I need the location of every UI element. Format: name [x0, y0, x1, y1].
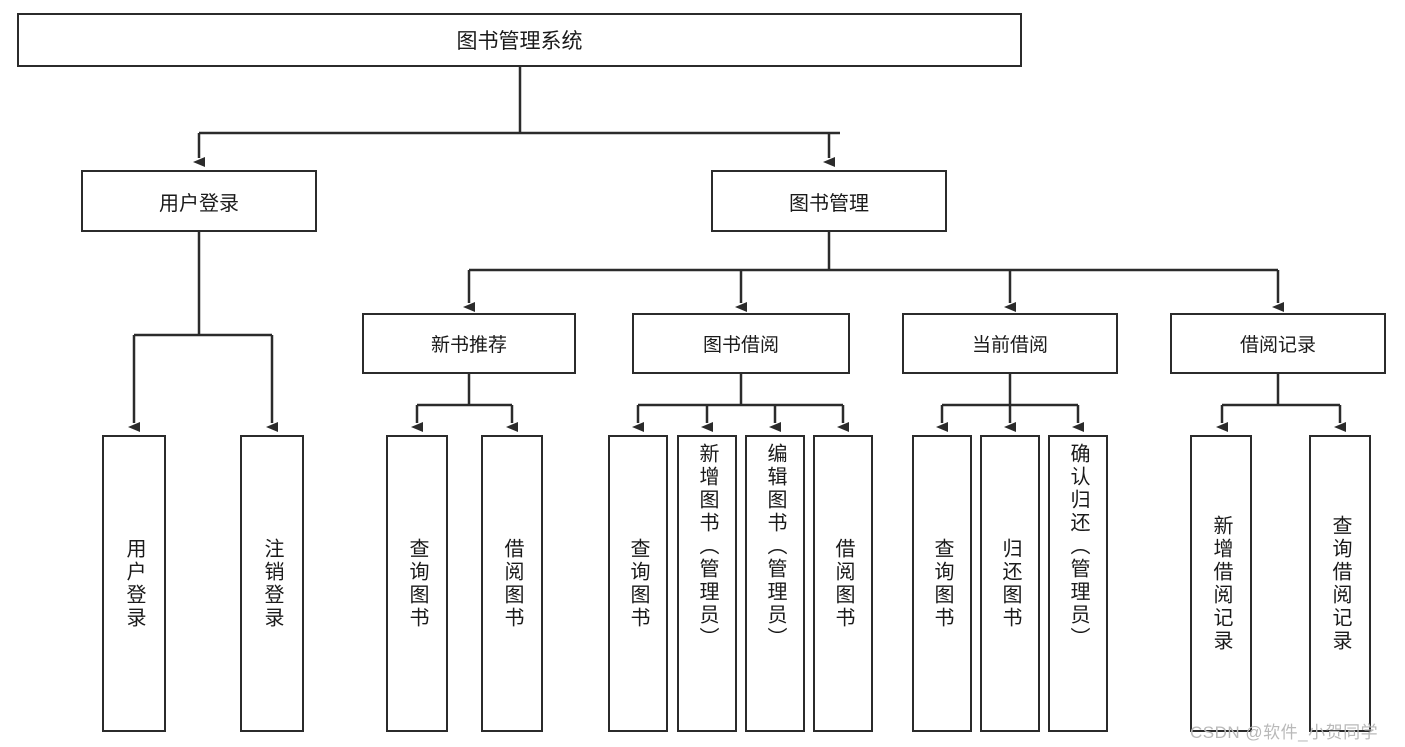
node-label: 新增图书（管理员） — [696, 443, 718, 650]
node-book-management[interactable]: 图书管理 — [711, 170, 947, 232]
node-label: 确认归还（管理员） — [1067, 443, 1089, 650]
node-label: 查询图书 — [406, 537, 428, 630]
node-borrow-record[interactable]: 借阅记录 — [1170, 313, 1386, 374]
node-label: 新增借阅记录 — [1210, 514, 1232, 653]
node-label: 用户登录 — [159, 192, 239, 215]
leaf-borrow-add-book-admin[interactable]: 新增图书（管理员） — [677, 435, 737, 732]
node-label: 当前借阅 — [971, 335, 1048, 356]
node-label: 图书借阅 — [702, 335, 779, 356]
node-current-borrow[interactable]: 当前借阅 — [902, 313, 1118, 374]
leaf-newbook-query-book[interactable]: 查询图书 — [386, 435, 448, 732]
node-label: 编辑图书（管理员） — [764, 443, 786, 650]
node-root-system[interactable]: 图书管理系统 — [17, 13, 1022, 67]
leaf-borrow-edit-book-admin[interactable]: 编辑图书（管理员） — [745, 435, 805, 732]
leaf-record-query-record[interactable]: 查询借阅记录 — [1309, 435, 1371, 732]
leaf-borrow-borrow-book[interactable]: 借阅图书 — [813, 435, 873, 732]
node-label: 用户登录 — [123, 537, 145, 630]
node-label: 查询图书 — [627, 537, 649, 630]
leaf-logout[interactable]: 注销登录 — [240, 435, 304, 732]
node-label: 借阅图书 — [501, 537, 523, 630]
node-new-book-recommend[interactable]: 新书推荐 — [362, 313, 576, 374]
node-label: 图书管理系统 — [456, 30, 583, 53]
node-label: 查询图书 — [931, 537, 953, 630]
leaf-current-confirm-return-admin[interactable]: 确认归还（管理员） — [1048, 435, 1108, 732]
leaf-current-return-book[interactable]: 归还图书 — [980, 435, 1040, 732]
node-label: 借阅图书 — [832, 537, 854, 630]
node-label: 新书推荐 — [430, 335, 507, 356]
node-label: 注销登录 — [261, 537, 283, 630]
leaf-borrow-query-book[interactable]: 查询图书 — [608, 435, 668, 732]
leaf-user-login[interactable]: 用户登录 — [102, 435, 166, 732]
csdn-watermark: CSDN @软件_小贺同学 — [1190, 723, 1379, 742]
node-label: 图书管理 — [789, 192, 869, 215]
node-book-borrow[interactable]: 图书借阅 — [632, 313, 850, 374]
leaf-newbook-borrow-book[interactable]: 借阅图书 — [481, 435, 543, 732]
leaf-current-query-book[interactable]: 查询图书 — [912, 435, 972, 732]
node-user-login[interactable]: 用户登录 — [81, 170, 317, 232]
node-label: 查询借阅记录 — [1329, 514, 1351, 653]
node-label: 借阅记录 — [1239, 335, 1316, 356]
leaf-record-add-record[interactable]: 新增借阅记录 — [1190, 435, 1252, 732]
node-label: 归还图书 — [999, 537, 1021, 630]
